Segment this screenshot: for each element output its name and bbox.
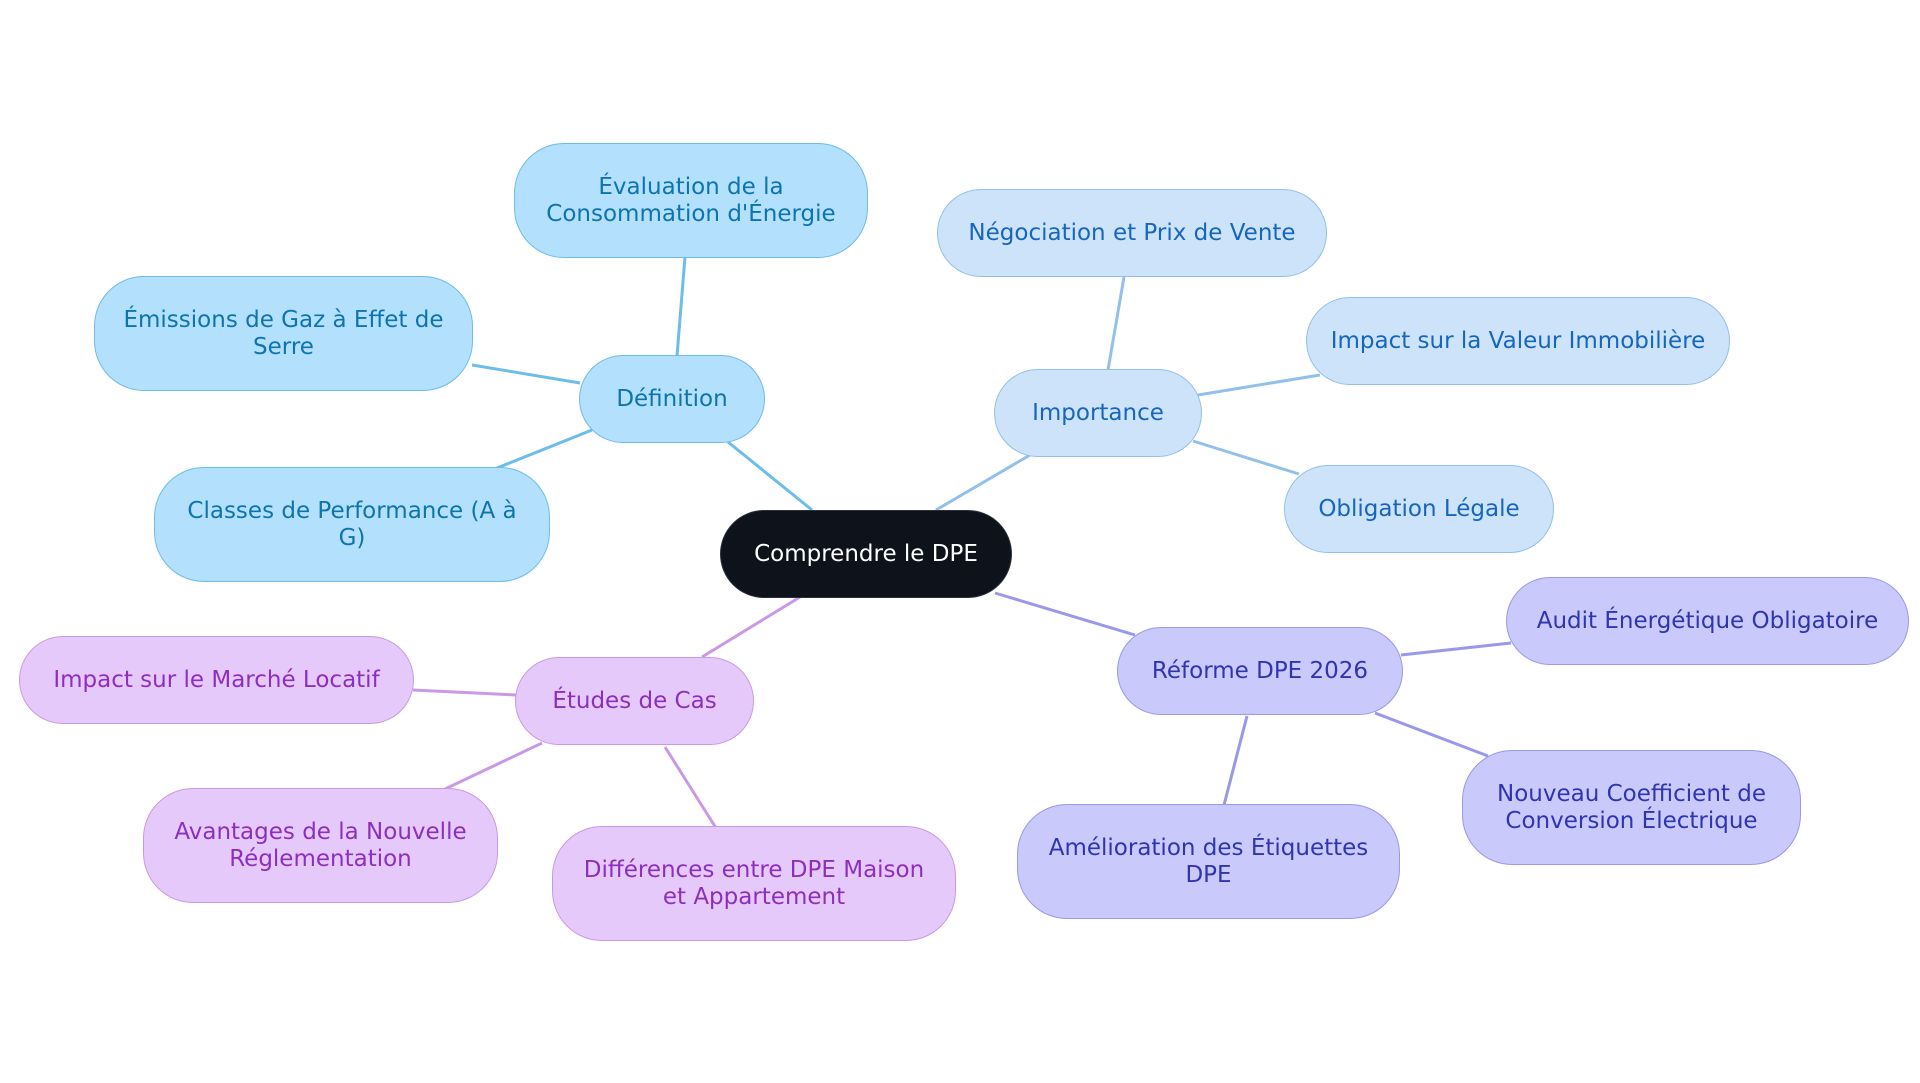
leaf-amelioration-etiquettes: Amélioration des Étiquettes DPE bbox=[1017, 804, 1400, 919]
edge-root-definition bbox=[727, 440, 813, 512]
leaf-obligation-legale: Obligation Légale bbox=[1284, 465, 1554, 553]
leaf-avantages-reglementation: Avantages de la Nouvelle Réglementation bbox=[143, 788, 498, 903]
edge-definition-emissions bbox=[471, 363, 581, 385]
edge-definition-evaluation bbox=[675, 256, 687, 357]
leaf-evaluation-consommation: Évaluation de la Consommation d'Énergie bbox=[514, 143, 868, 258]
edge-importance-valeur bbox=[1197, 373, 1321, 397]
leaf-audit-energetique: Audit Énergétique Obligatoire bbox=[1506, 577, 1909, 665]
leaf-impact-valeur: Impact sur la Valeur Immobilière bbox=[1306, 297, 1730, 385]
leaf-nouveau-coefficient: Nouveau Coefficient de Conversion Électr… bbox=[1462, 750, 1801, 865]
edge-reforme-etiquettes bbox=[1222, 715, 1249, 806]
edge-root-etudes bbox=[701, 595, 801, 659]
edge-reforme-coefficient bbox=[1374, 711, 1489, 758]
branch-reforme-dpe-2026: Réforme DPE 2026 bbox=[1117, 627, 1403, 715]
edge-importance-negociation bbox=[1106, 276, 1126, 371]
edge-etudes-avantages bbox=[444, 741, 543, 791]
branch-definition: Définition bbox=[579, 355, 765, 443]
leaf-emissions-gaz: Émissions de Gaz à Effet de Serre bbox=[94, 276, 473, 391]
edge-etudes-marche bbox=[412, 688, 517, 697]
branch-importance: Importance bbox=[994, 369, 1202, 457]
root-node: Comprendre le DPE bbox=[720, 510, 1012, 598]
edge-root-reforme bbox=[994, 591, 1136, 637]
leaf-negociation-prix: Négociation et Prix de Vente bbox=[937, 189, 1327, 277]
edge-root-importance bbox=[935, 453, 1031, 512]
edge-etudes-differences bbox=[663, 746, 718, 829]
edge-reforme-audit bbox=[1400, 641, 1512, 657]
edge-importance-obligation bbox=[1192, 439, 1300, 476]
edge-definition-classes bbox=[496, 428, 593, 470]
leaf-impact-marche-locatif: Impact sur le Marché Locatif bbox=[19, 636, 414, 724]
branch-etudes-de-cas: Études de Cas bbox=[515, 657, 754, 745]
leaf-differences-maison-appartement: Différences entre DPE Maison et Appartem… bbox=[552, 826, 956, 941]
leaf-classes-performance: Classes de Performance (A à G) bbox=[154, 467, 550, 582]
